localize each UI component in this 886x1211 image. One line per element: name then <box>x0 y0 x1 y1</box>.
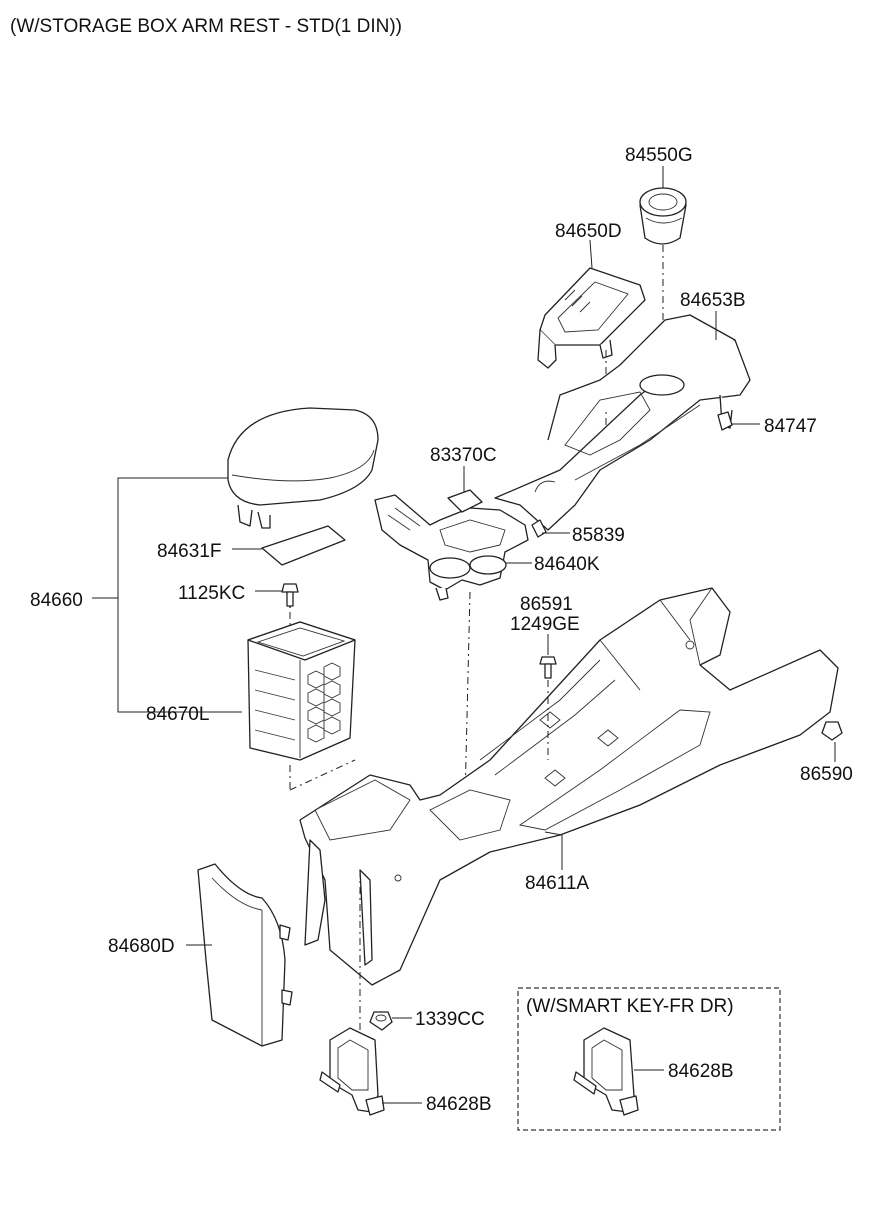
label-86591: 86591 <box>520 594 573 615</box>
label-inset-84628b: 84628B <box>668 1061 734 1082</box>
label-84670l: 84670L <box>146 704 209 725</box>
label-84680d: 84680D <box>108 936 175 957</box>
inset-bracket-part[interactable] <box>573 1027 639 1116</box>
label-1249ge: 1249GE <box>510 614 580 635</box>
clip-86590-part[interactable] <box>821 721 843 741</box>
label-1125kc: 1125KC <box>178 583 245 604</box>
nut-1339cc-part[interactable] <box>369 1011 393 1031</box>
label-84611a: 84611A <box>525 873 589 894</box>
front-console-upper-part[interactable] <box>494 314 751 531</box>
label-84747: 84747 <box>764 416 817 437</box>
bracket-84628b-part[interactable] <box>319 1027 385 1116</box>
screw-1125kc-part[interactable] <box>281 583 299 608</box>
inset-box <box>517 987 781 1131</box>
storage-box-part[interactable] <box>247 621 356 761</box>
shift-indicator-part[interactable] <box>537 267 646 369</box>
armrest-lid-part[interactable] <box>227 407 379 529</box>
screw-1249ge-part[interactable] <box>539 656 557 679</box>
label-83370c: 83370C <box>430 445 497 466</box>
rear-cover-part[interactable] <box>197 863 293 1047</box>
inset-title: (W/SMART KEY-FR DR) <box>526 996 734 1017</box>
diagram-title: (W/STORAGE BOX ARM REST - STD(1 DIN)) <box>10 16 402 37</box>
shift-knob-part[interactable] <box>639 187 687 245</box>
floor-console-part[interactable] <box>299 587 839 986</box>
label-84650d: 84650D <box>555 221 622 242</box>
label-84640k: 84640K <box>534 554 600 575</box>
cover-83370c-part[interactable] <box>447 489 483 513</box>
label-84550g: 84550G <box>625 145 693 166</box>
label-84653b: 84653B <box>680 290 746 311</box>
cup-holder-part[interactable] <box>374 494 529 601</box>
clip-84747-part[interactable] <box>717 411 733 431</box>
label-85839: 85839 <box>572 525 625 546</box>
label-86590: 86590 <box>800 764 853 785</box>
leader-lines <box>92 166 836 1104</box>
label-84628b: 84628B <box>426 1094 492 1115</box>
label-1339cc: 1339CC <box>415 1009 485 1030</box>
armrest-pad-part[interactable] <box>261 525 346 566</box>
label-84631f: 84631F <box>157 541 221 562</box>
label-84660: 84660 <box>30 590 83 611</box>
